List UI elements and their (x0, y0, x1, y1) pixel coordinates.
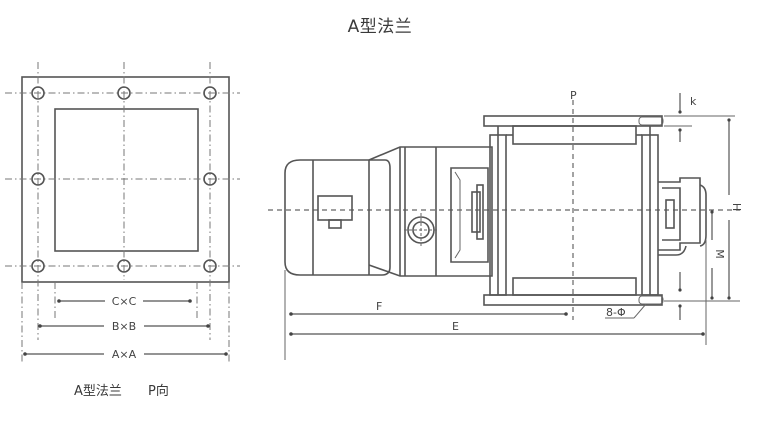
flange-inner-opening (54, 108, 199, 252)
dimension-f: F (289, 300, 568, 316)
svg-text:E: E (452, 320, 459, 333)
bolt-hole-icon (31, 86, 217, 273)
svg-text:P: P (570, 89, 577, 102)
svg-text:k: k (690, 95, 697, 108)
svg-text:M: M (713, 249, 726, 259)
dimension-h: H (664, 118, 743, 302)
flange-view-caption: A型法兰 P向 (74, 380, 169, 399)
dimension-aa: A×A (23, 348, 228, 361)
dimension-m: M (705, 210, 726, 345)
svg-text:B×B: B×B (112, 320, 136, 333)
side-view: P (268, 89, 743, 360)
drawing-title: A型法兰 (347, 17, 413, 37)
gearbox (368, 146, 493, 277)
svg-text:F: F (376, 300, 382, 313)
bearing-housing (658, 177, 707, 256)
motor (284, 159, 391, 276)
dimension-cc: C×C (57, 295, 192, 308)
bolt-hole-callout: 8-Φ (605, 303, 647, 319)
svg-text:H: H (730, 203, 743, 211)
svg-text:A×A: A×A (112, 348, 137, 361)
dimension-k: k (664, 93, 735, 142)
flange-view: C×C B×B A×A (5, 62, 240, 362)
dimension-bb: B×B (38, 320, 210, 333)
valve-body (483, 115, 664, 306)
caption-view-direction: P向 (148, 384, 169, 399)
caption-flange-type: A型法兰 (74, 384, 122, 399)
svg-text:8-Φ: 8-Φ (606, 306, 626, 319)
svg-text:C×C: C×C (112, 295, 137, 308)
dimension-e: E (289, 320, 705, 336)
